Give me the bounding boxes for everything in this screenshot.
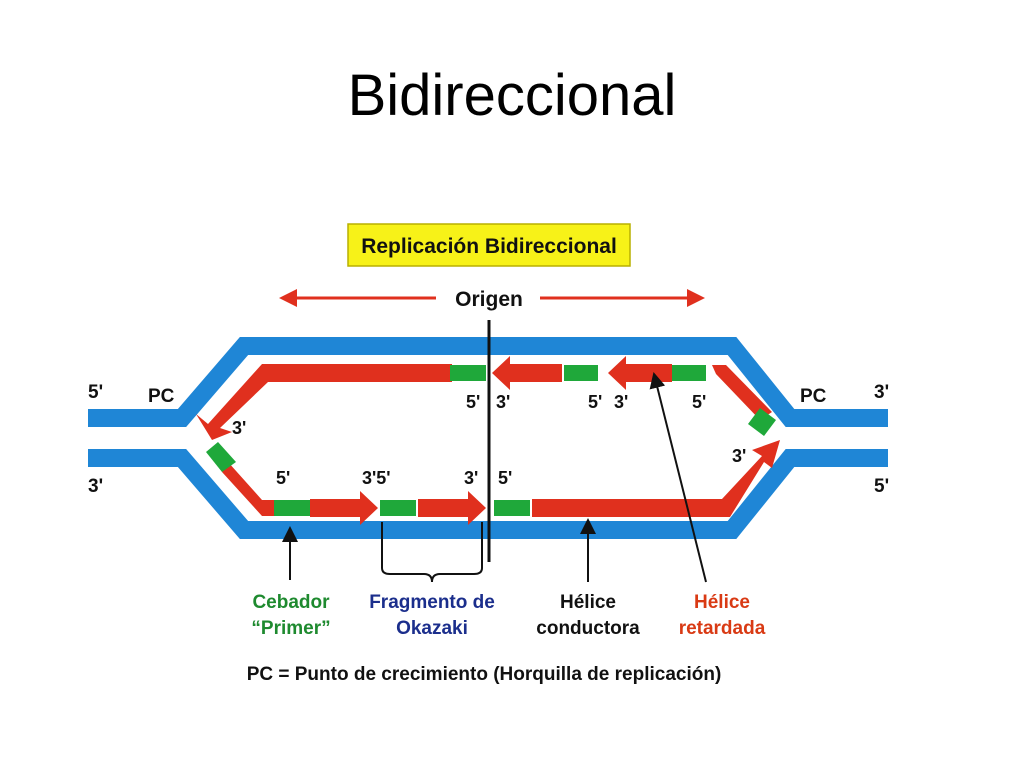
primer-top-2 — [564, 365, 598, 381]
fork-label-left: PC — [148, 386, 175, 407]
new-strands — [196, 356, 780, 525]
okazaki-label: Fragmento de — [369, 592, 495, 613]
strand-label: 5' — [692, 392, 706, 412]
top-arrow-fragment-2 — [608, 356, 672, 390]
end-label-bottom-right: 5' — [874, 476, 889, 497]
primers — [206, 365, 776, 516]
bottom-right-new-strand — [532, 440, 780, 517]
fork-label-right: PC — [800, 386, 827, 407]
primer-bottom-1 — [274, 500, 310, 516]
slide-title: Bidireccional — [347, 63, 677, 128]
pointers — [282, 372, 707, 583]
primer-label: “Primer” — [251, 618, 330, 639]
primer-label: Cebador — [252, 592, 330, 613]
strand-label: 5' — [276, 468, 290, 488]
bottom-arrow-fragment-1 — [310, 491, 378, 525]
leading-strand-label: conductora — [536, 618, 640, 639]
strand-label: 5' — [588, 392, 602, 412]
lagging-pointer — [649, 372, 707, 583]
primer-top-1 — [450, 365, 486, 381]
strand-label: 3' — [232, 418, 246, 438]
end-label-top-right: 3' — [874, 382, 889, 403]
bottom-left-new-strand — [222, 462, 276, 516]
origin-label: Origen — [455, 288, 523, 311]
okazaki-label: Okazaki — [396, 618, 468, 639]
top-right-new-strand — [712, 365, 772, 420]
bottom-arrow-fragment-2 — [418, 491, 486, 525]
strand-label: 5' — [498, 468, 512, 488]
primer-top-3 — [672, 365, 706, 381]
strand-label: 3' — [464, 468, 478, 488]
leading-strand-label: Hélice — [560, 592, 616, 613]
footnote: PC = Punto de crecimiento (Horquilla de … — [247, 664, 722, 685]
top-left-new-strand — [196, 364, 452, 440]
primer-bottom-2 — [380, 500, 416, 516]
top-arrow-fragment-1 — [492, 356, 562, 390]
strand-label: 3'5' — [362, 468, 391, 488]
primer-bottom-3 — [494, 500, 530, 516]
lagging-strand-label: retardada — [679, 618, 766, 639]
primer-top-right — [748, 408, 776, 436]
strand-label: 5' — [466, 392, 480, 412]
end-label-bottom-left: 3' — [88, 476, 103, 497]
lagging-strand-label: Hélice — [694, 592, 750, 613]
okazaki-bracket — [381, 522, 483, 583]
strand-label: 3' — [614, 392, 628, 412]
diagram-header-label: Replicación Bidireccional — [361, 235, 617, 258]
strand-label: 3' — [732, 446, 746, 466]
primer-bottom-left — [206, 442, 236, 472]
strand-label: 3' — [496, 392, 510, 412]
end-label-top-left: 5' — [88, 382, 103, 403]
diagram-header: Replicación Bidireccional — [347, 223, 631, 267]
